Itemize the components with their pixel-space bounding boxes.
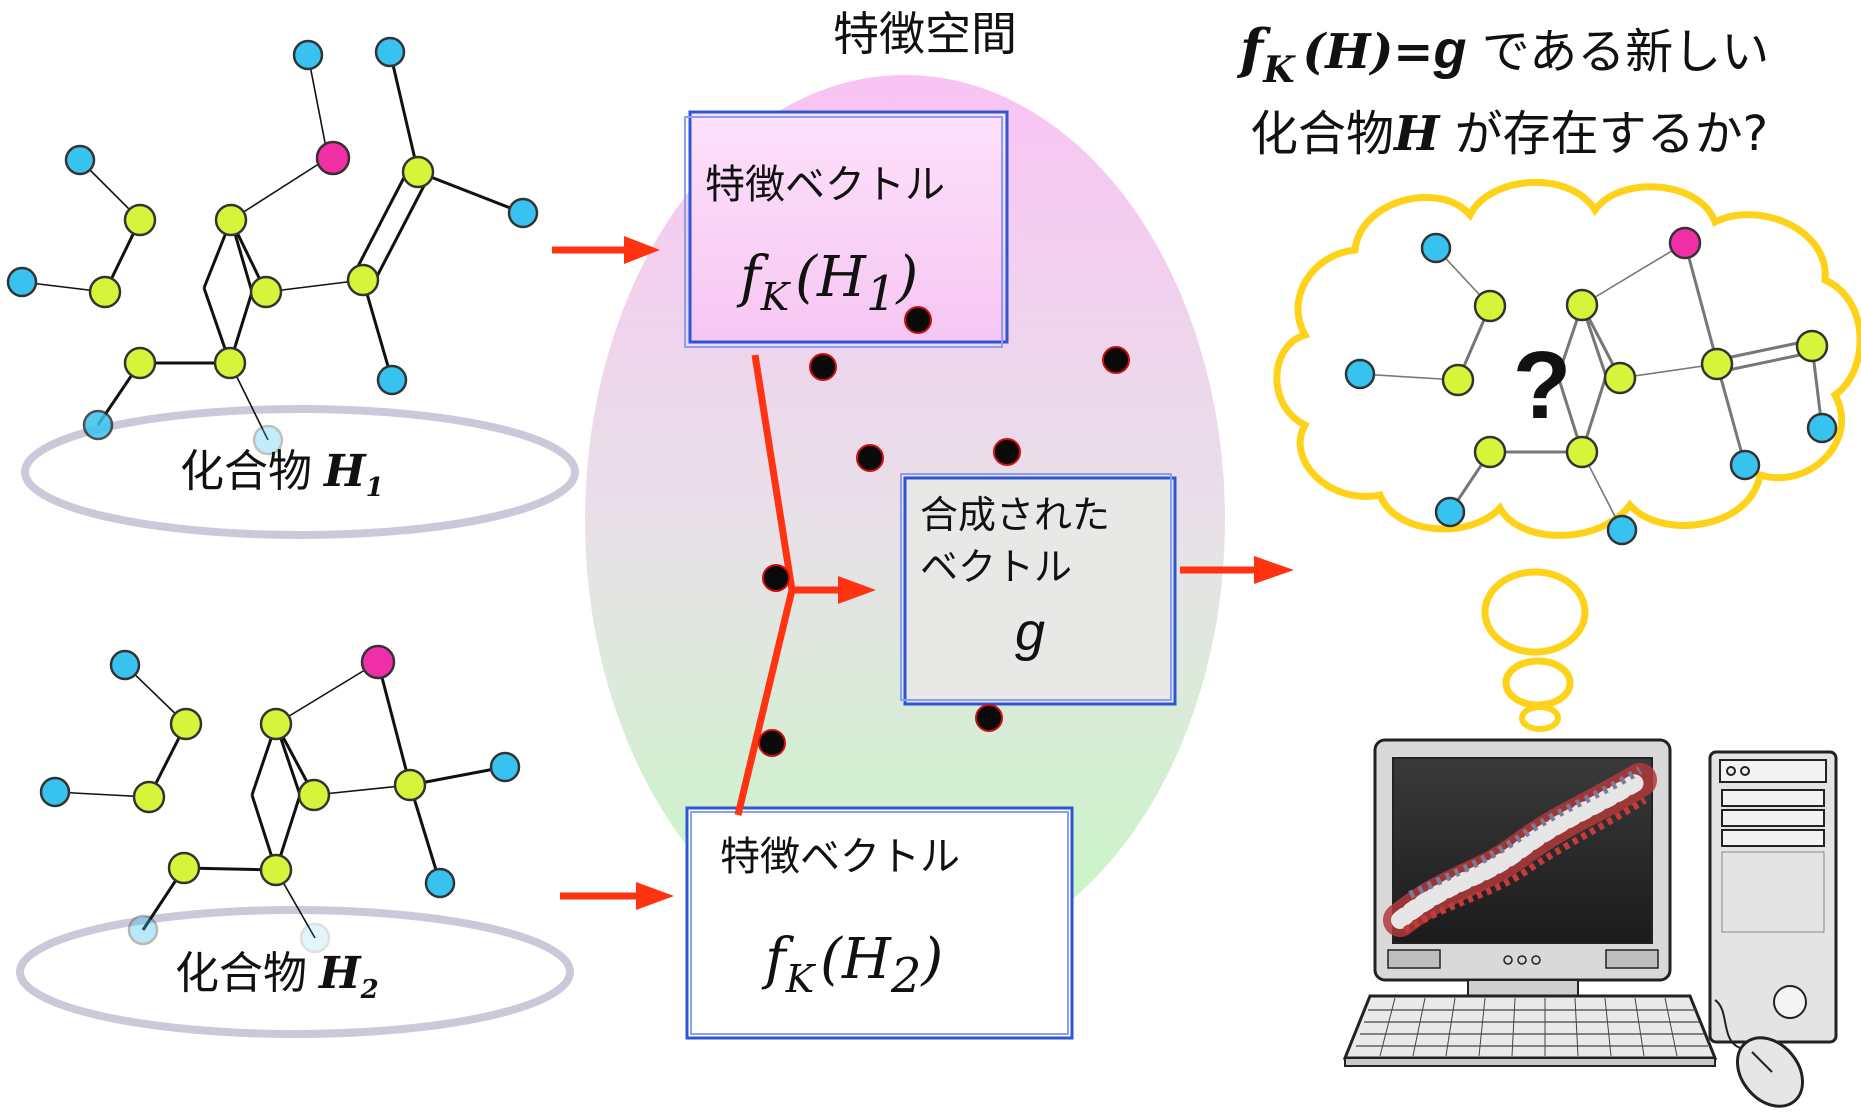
synth-var: g — [1015, 602, 1045, 662]
monitor — [1373, 738, 1672, 997]
mouse-icon — [1714, 999, 1805, 1108]
feature-vector-2-formula: fK(H2) — [761, 927, 943, 1004]
feature-vector-box-1: 特徴ベクトル fK(H1) — [684, 110, 1009, 348]
combine-arrows — [734, 354, 876, 816]
question-text: fK(H)=g である新しい 化合物H が存在するか? — [1236, 17, 1769, 162]
cloud-question-mark: ? — [1513, 332, 1572, 439]
feature-space-title: 特徴空間 — [833, 7, 1017, 61]
feature-vector-1-label: 特徴ベクトル — [705, 162, 945, 208]
compound-h1-ring — [21, 405, 579, 539]
feature-point — [758, 729, 786, 757]
feature-point — [904, 306, 932, 334]
molecule-graph-icon — [39, 644, 521, 954]
feature-point — [975, 704, 1003, 732]
keyboard — [1342, 994, 1718, 1067]
molecule-graph-icon — [6, 36, 539, 456]
feature-point — [993, 438, 1021, 466]
feature-point — [856, 444, 884, 472]
feature-points — [758, 306, 1130, 757]
feature-vector-box-2: 特徴ベクトル fK(H2) — [685, 806, 1074, 1040]
tower-case — [1708, 750, 1838, 1044]
feature-point — [762, 564, 790, 592]
synth-line-2: ベクトル — [920, 545, 1072, 589]
arrow-h2-to-vector — [560, 882, 674, 910]
question-line-1: fK(H)=g である新しい — [1236, 17, 1769, 91]
arrow-h1-to-vector — [552, 236, 660, 264]
dna-helix-icon — [1383, 763, 1657, 937]
cloud-molecule-graph-icon — [1344, 226, 1838, 546]
question-line-2: 化合物H が存在するか? — [1250, 106, 1768, 162]
feature-vector-2-label: 特徴ベクトル — [720, 834, 960, 880]
thought-cloud-icon: ? — [1273, 179, 1861, 732]
synth-line-1: 合成された — [920, 493, 1110, 537]
synthesized-vector-box: 合成された ベクトル g — [900, 473, 1177, 706]
feature-point — [1102, 346, 1130, 374]
desktop-computer-icon — [1342, 738, 1838, 1108]
feature-point — [809, 353, 837, 381]
arrow-to-cloud — [1180, 556, 1294, 584]
feature-vector-1-formula: fK(H1) — [736, 245, 918, 322]
compound-h2-ring — [16, 906, 574, 1038]
